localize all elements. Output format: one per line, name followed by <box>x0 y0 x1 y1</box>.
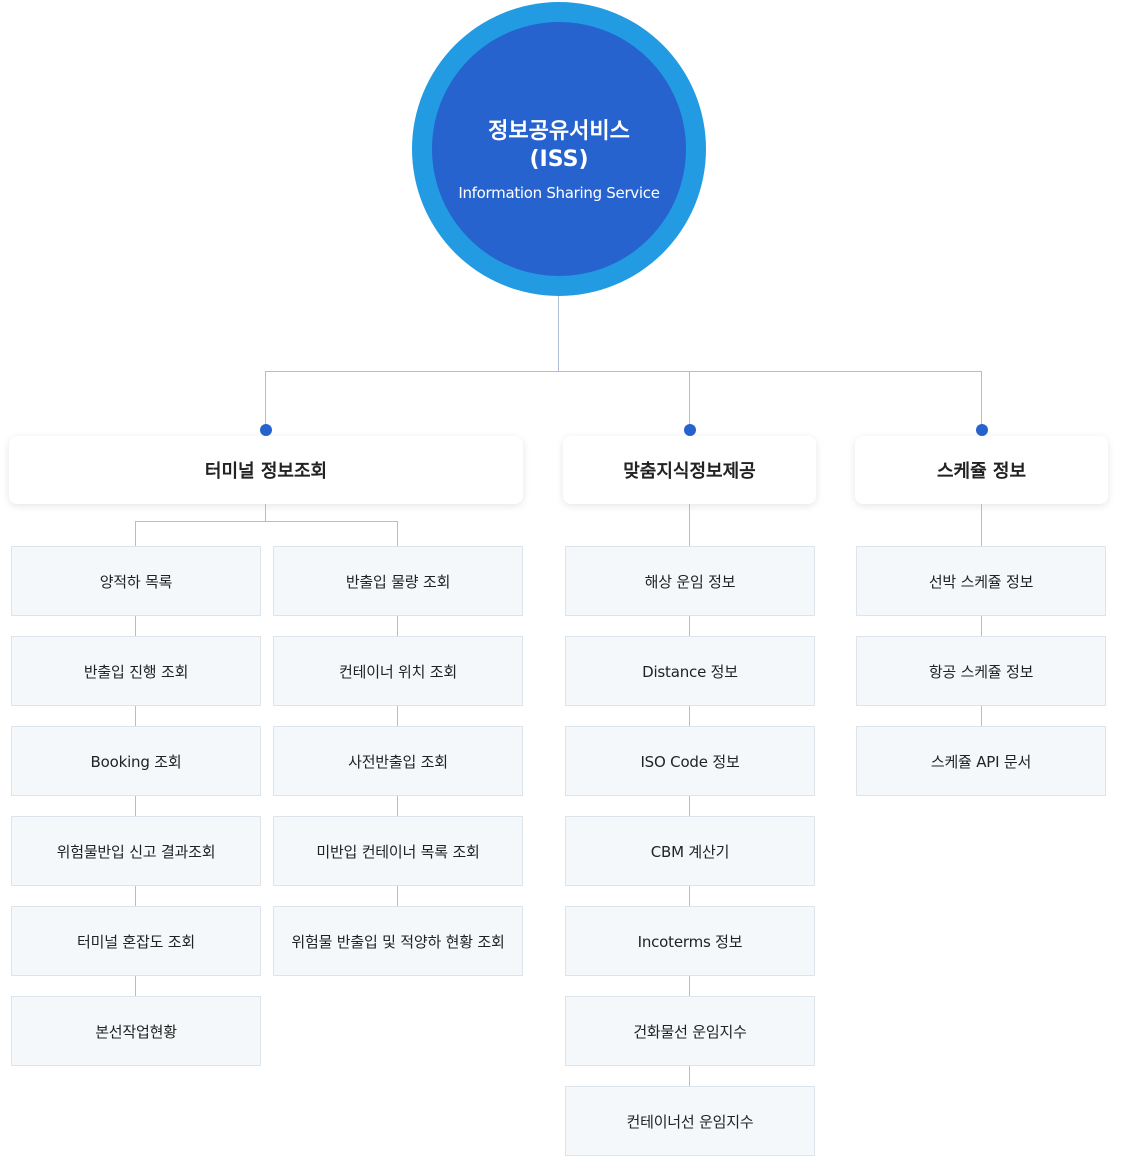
root-abbreviation: (ISS) <box>529 147 589 172</box>
connector-cat1-stem <box>265 504 266 522</box>
root-node-inner: 정보공유서비스 (ISS) Information Sharing Servic… <box>432 22 686 276</box>
leaf-loading-list[interactable]: 양적하 목록 <box>11 546 261 616</box>
connector-dot-cat2 <box>684 424 696 436</box>
leaf-booking[interactable]: Booking 조회 <box>11 726 261 796</box>
root-title: 정보공유서비스 <box>488 119 630 144</box>
leaf-cbm-calculator[interactable]: CBM 계산기 <box>565 816 815 886</box>
leaf-vessel-schedule[interactable]: 선박 스케쥴 정보 <box>856 546 1106 616</box>
leaf-ocean-freight[interactable]: 해상 운임 정보 <box>565 546 815 616</box>
leaf-incoterms[interactable]: Incoterms 정보 <box>565 906 815 976</box>
leaf-pre-gate[interactable]: 사전반출입 조회 <box>273 726 523 796</box>
leaf-schedule-api-docs[interactable]: 스케쥴 API 문서 <box>856 726 1106 796</box>
connector-cat1-drop <box>265 371 266 431</box>
category-schedule-info[interactable]: 스케쥴 정보 <box>855 436 1108 504</box>
category-terminal-info[interactable]: 터미널 정보조회 <box>9 436 523 504</box>
connector-cat3-drop <box>981 371 982 431</box>
connector-dot-cat3 <box>976 424 988 436</box>
leaf-container-freight-index[interactable]: 컨테이너선 운임지수 <box>565 1086 815 1156</box>
leaf-terminal-congestion[interactable]: 터미널 혼잡도 조회 <box>11 906 261 976</box>
connector-root-trunk <box>558 296 559 372</box>
leaf-air-schedule[interactable]: 항공 스케쥴 정보 <box>856 636 1106 706</box>
leaf-distance[interactable]: Distance 정보 <box>565 636 815 706</box>
leaf-not-received-containers[interactable]: 미반입 컨테이너 목록 조회 <box>273 816 523 886</box>
category-custom-knowledge[interactable]: 맞춤지식정보제공 <box>563 436 816 504</box>
leaf-gate-volume[interactable]: 반출입 물량 조회 <box>273 546 523 616</box>
connector-cat2-drop <box>689 371 690 431</box>
root-subtitle: Information Sharing Service <box>458 184 660 202</box>
connector-cat1-split <box>135 521 398 522</box>
leaf-dg-report-result[interactable]: 위험물반입 신고 결과조회 <box>11 816 261 886</box>
connector-dot-cat1 <box>260 424 272 436</box>
leaf-container-location[interactable]: 컨테이너 위치 조회 <box>273 636 523 706</box>
leaf-gate-progress[interactable]: 반출입 진행 조회 <box>11 636 261 706</box>
leaf-dry-bulk-index[interactable]: 건화물선 운임지수 <box>565 996 815 1066</box>
leaf-dg-gate-loading-status[interactable]: 위험물 반출입 및 적양하 현황 조회 <box>273 906 523 976</box>
connector-root-bar <box>265 371 982 372</box>
root-node: 정보공유서비스 (ISS) Information Sharing Servic… <box>412 2 706 296</box>
leaf-iso-code[interactable]: ISO Code 정보 <box>565 726 815 796</box>
leaf-vessel-operation[interactable]: 본선작업현황 <box>11 996 261 1066</box>
